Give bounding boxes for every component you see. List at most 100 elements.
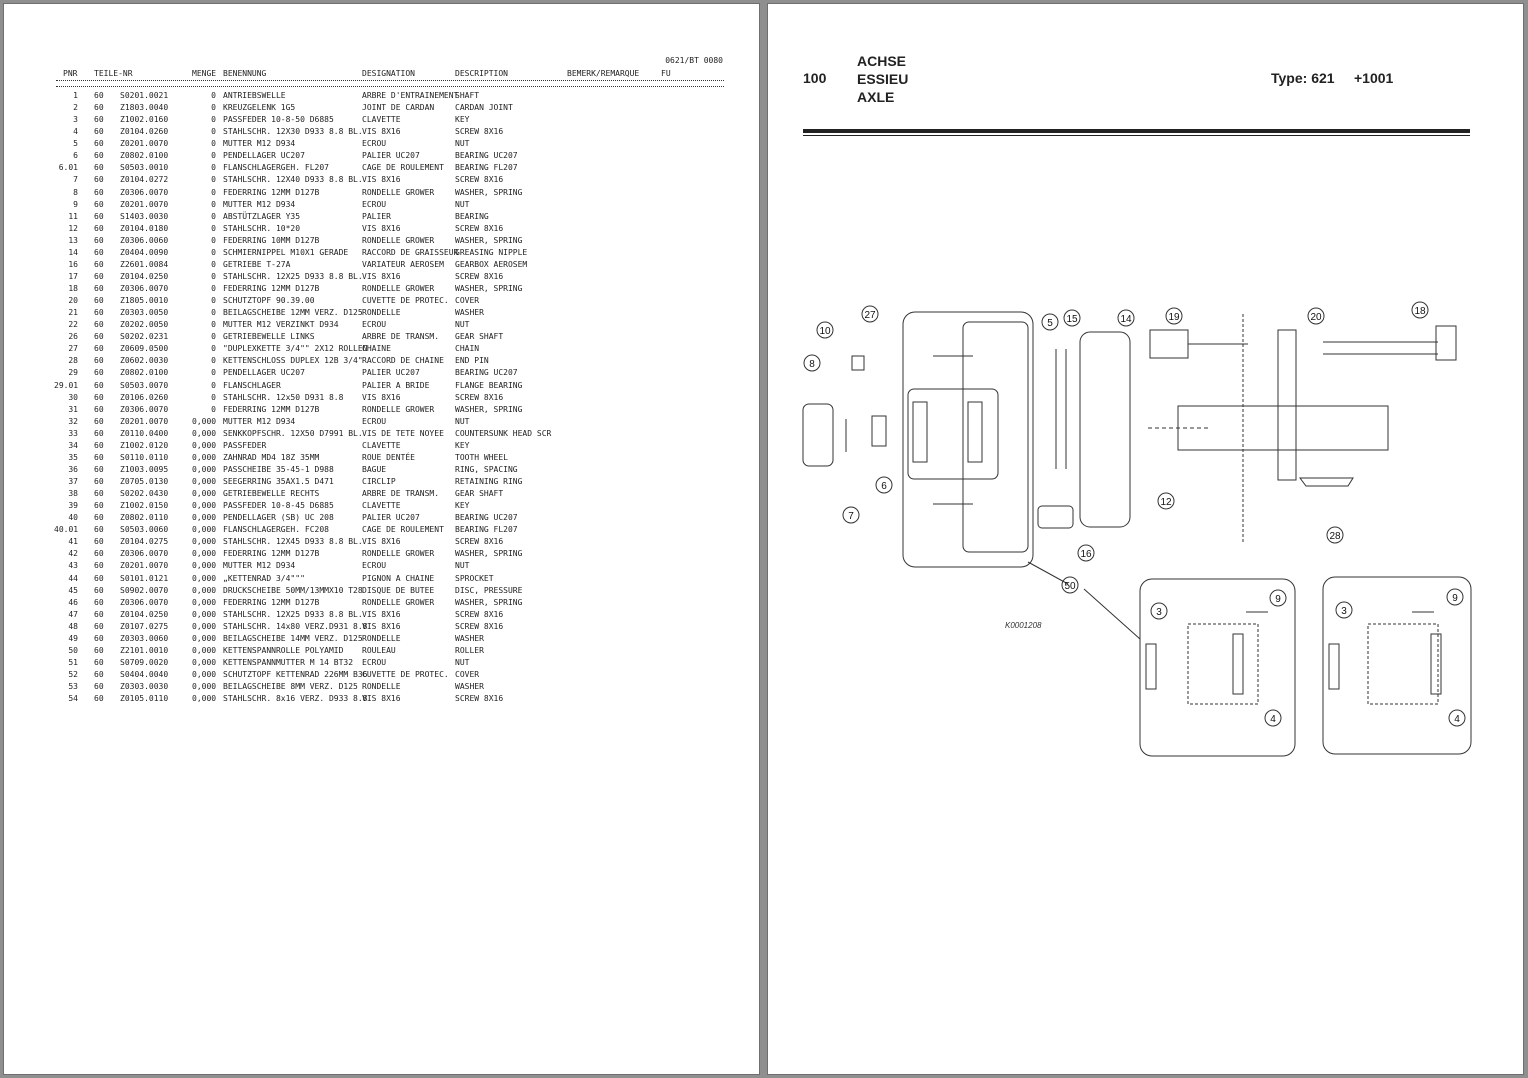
benennung-cell: FEDERRING 12MM D127B (223, 549, 320, 559)
quantity-cell: 0 (211, 139, 216, 149)
pnr-cell: 20 (68, 296, 78, 306)
part-number-cell: Z0609.0500 (120, 344, 169, 354)
description-cell: WASHER (455, 682, 484, 692)
callout-27: 27 (864, 310, 876, 321)
designation-cell: RONDELLE GROWER (362, 549, 435, 559)
fu-cell: 60 (94, 163, 104, 173)
description-cell: BEARING UC207 (455, 368, 518, 378)
description-cell: GEAR SHAFT (455, 332, 504, 342)
pnr-cell: 48 (68, 621, 78, 631)
title-en: AXLE (857, 89, 895, 105)
part-number-cell: Z0105.0110 (120, 694, 169, 704)
fu-cell: 60 (94, 199, 104, 209)
quantity-cell: 0,000 (192, 428, 217, 438)
designation-cell: RACCORD DE GRAISSEUR (362, 247, 459, 257)
quantity-cell: 0 (211, 284, 216, 293)
designation-cell: ARBRE DE TRANSM. (362, 489, 440, 499)
benennung-cell: MUTTER M12 D934 (223, 139, 296, 149)
description-cell: END PIN (455, 356, 489, 366)
benennung-cell: FEDERRING 12MM D127B (223, 187, 320, 197)
part-number-cell: S0404.0040 (120, 670, 169, 679)
bearing-left (912, 401, 928, 463)
benennung-cell: BEILAGSCHEIBE 14MM VERZ. D125 (223, 633, 363, 643)
description-cell: KEY (455, 440, 470, 450)
pnr-cell: 39 (68, 501, 78, 511)
part-number-cell: Z1805.0010 (120, 296, 169, 306)
pnr-cell: 14 (68, 247, 78, 257)
tensioner-28 (1299, 477, 1354, 487)
pnr-cell: 1 (73, 91, 78, 100)
fu-cell: 60 (94, 452, 104, 462)
part-number-cell: Z0107.0275 (120, 621, 169, 631)
part-number-cell: Z0602.0030 (120, 356, 169, 366)
part-number-cell: Z0306.0070 (120, 404, 169, 414)
inset-a-hub (1187, 623, 1259, 705)
description-cell: NUT (455, 657, 470, 667)
designation-cell: ARBRE D'ENTRAINEMENT (362, 91, 459, 100)
pnr-cell: 17 (68, 271, 78, 281)
pnr-cell: 22 (68, 320, 78, 330)
pnr-cell: 3 (73, 115, 78, 125)
fu-cell: 60 (94, 211, 104, 221)
benennung-cell: STAHLSCHR. 12X45 D933 8.8 BL. (223, 537, 363, 547)
pnr-cell: 44 (68, 573, 78, 583)
designation-cell: CAGE DE ROULEMENT (362, 525, 444, 535)
pnr-cell: 52 (68, 670, 78, 679)
fu-cell: 60 (94, 513, 104, 523)
part-number-cell: Z0303.0050 (120, 308, 169, 318)
part-number-cell: Z2101.0010 (120, 645, 169, 655)
description-cell: KEY (455, 501, 470, 511)
benennung-cell: FEDERRING 12MM D127B (223, 284, 320, 293)
benennung-cell: FLANSCHLAGERGEH. FC208 (223, 525, 329, 535)
description-cell: NUT (455, 416, 470, 426)
description-cell: WASHER, SPRING (455, 404, 523, 414)
callout-10: 10 (819, 326, 831, 337)
part-number-cell: Z0306.0070 (120, 187, 169, 197)
part-number-cell: Z0202.0050 (120, 320, 169, 330)
designation-cell: VIS 8X16 (362, 621, 401, 631)
designation-cell: RONDELLE GROWER (362, 284, 435, 293)
quantity-cell: 0,000 (192, 452, 217, 462)
benennung-cell: STAHLSCHR. 12x50 D931 8.8 (223, 392, 344, 402)
pnr-cell: 46 (68, 597, 78, 607)
part-number-cell: Z0104.0275 (120, 537, 169, 547)
benennung-cell: PASSFEDER (223, 440, 267, 450)
callout-4b: 4 (1454, 714, 1460, 725)
designation-cell: VARIATEUR AEROSEM (362, 259, 444, 269)
description-cell: NUT (455, 561, 470, 571)
quantity-cell: 0 (211, 127, 216, 137)
benennung-cell: PASSFEDER 10-8-45 D6885 (223, 501, 334, 511)
exploded-axle-diagram: 10 27 8 6 7 5 15 14 19 20 18 12 16 28 50… (802, 301, 1472, 757)
fu-cell: 60 (94, 670, 104, 679)
part-number-cell: S0503.0060 (120, 525, 169, 535)
pnr-cell: 21 (68, 308, 78, 318)
fu-cell: 60 (94, 332, 104, 342)
part-number-cell: Z0306.0070 (120, 284, 169, 293)
description-cell: CARDAN JOINT (455, 103, 513, 113)
designation-cell: RONDELLE GROWER (362, 187, 435, 197)
quantity-cell: 0 (211, 91, 216, 100)
part-number-cell: Z0104.0250 (120, 609, 169, 619)
description-cell: BEARING FL207 (455, 525, 518, 535)
pnr-cell: 47 (68, 609, 78, 619)
inset-view-b (1322, 576, 1472, 755)
benennung-cell: PENDELLAGER UC207 (223, 151, 305, 161)
quantity-cell: 0,000 (192, 633, 217, 643)
part-number-cell: S0101.0121 (120, 573, 169, 583)
fu-cell: 60 (94, 428, 104, 438)
fu-cell: 60 (94, 585, 104, 595)
description-cell: WASHER, SPRING (455, 597, 523, 607)
quantity-cell: 0,000 (192, 440, 217, 450)
